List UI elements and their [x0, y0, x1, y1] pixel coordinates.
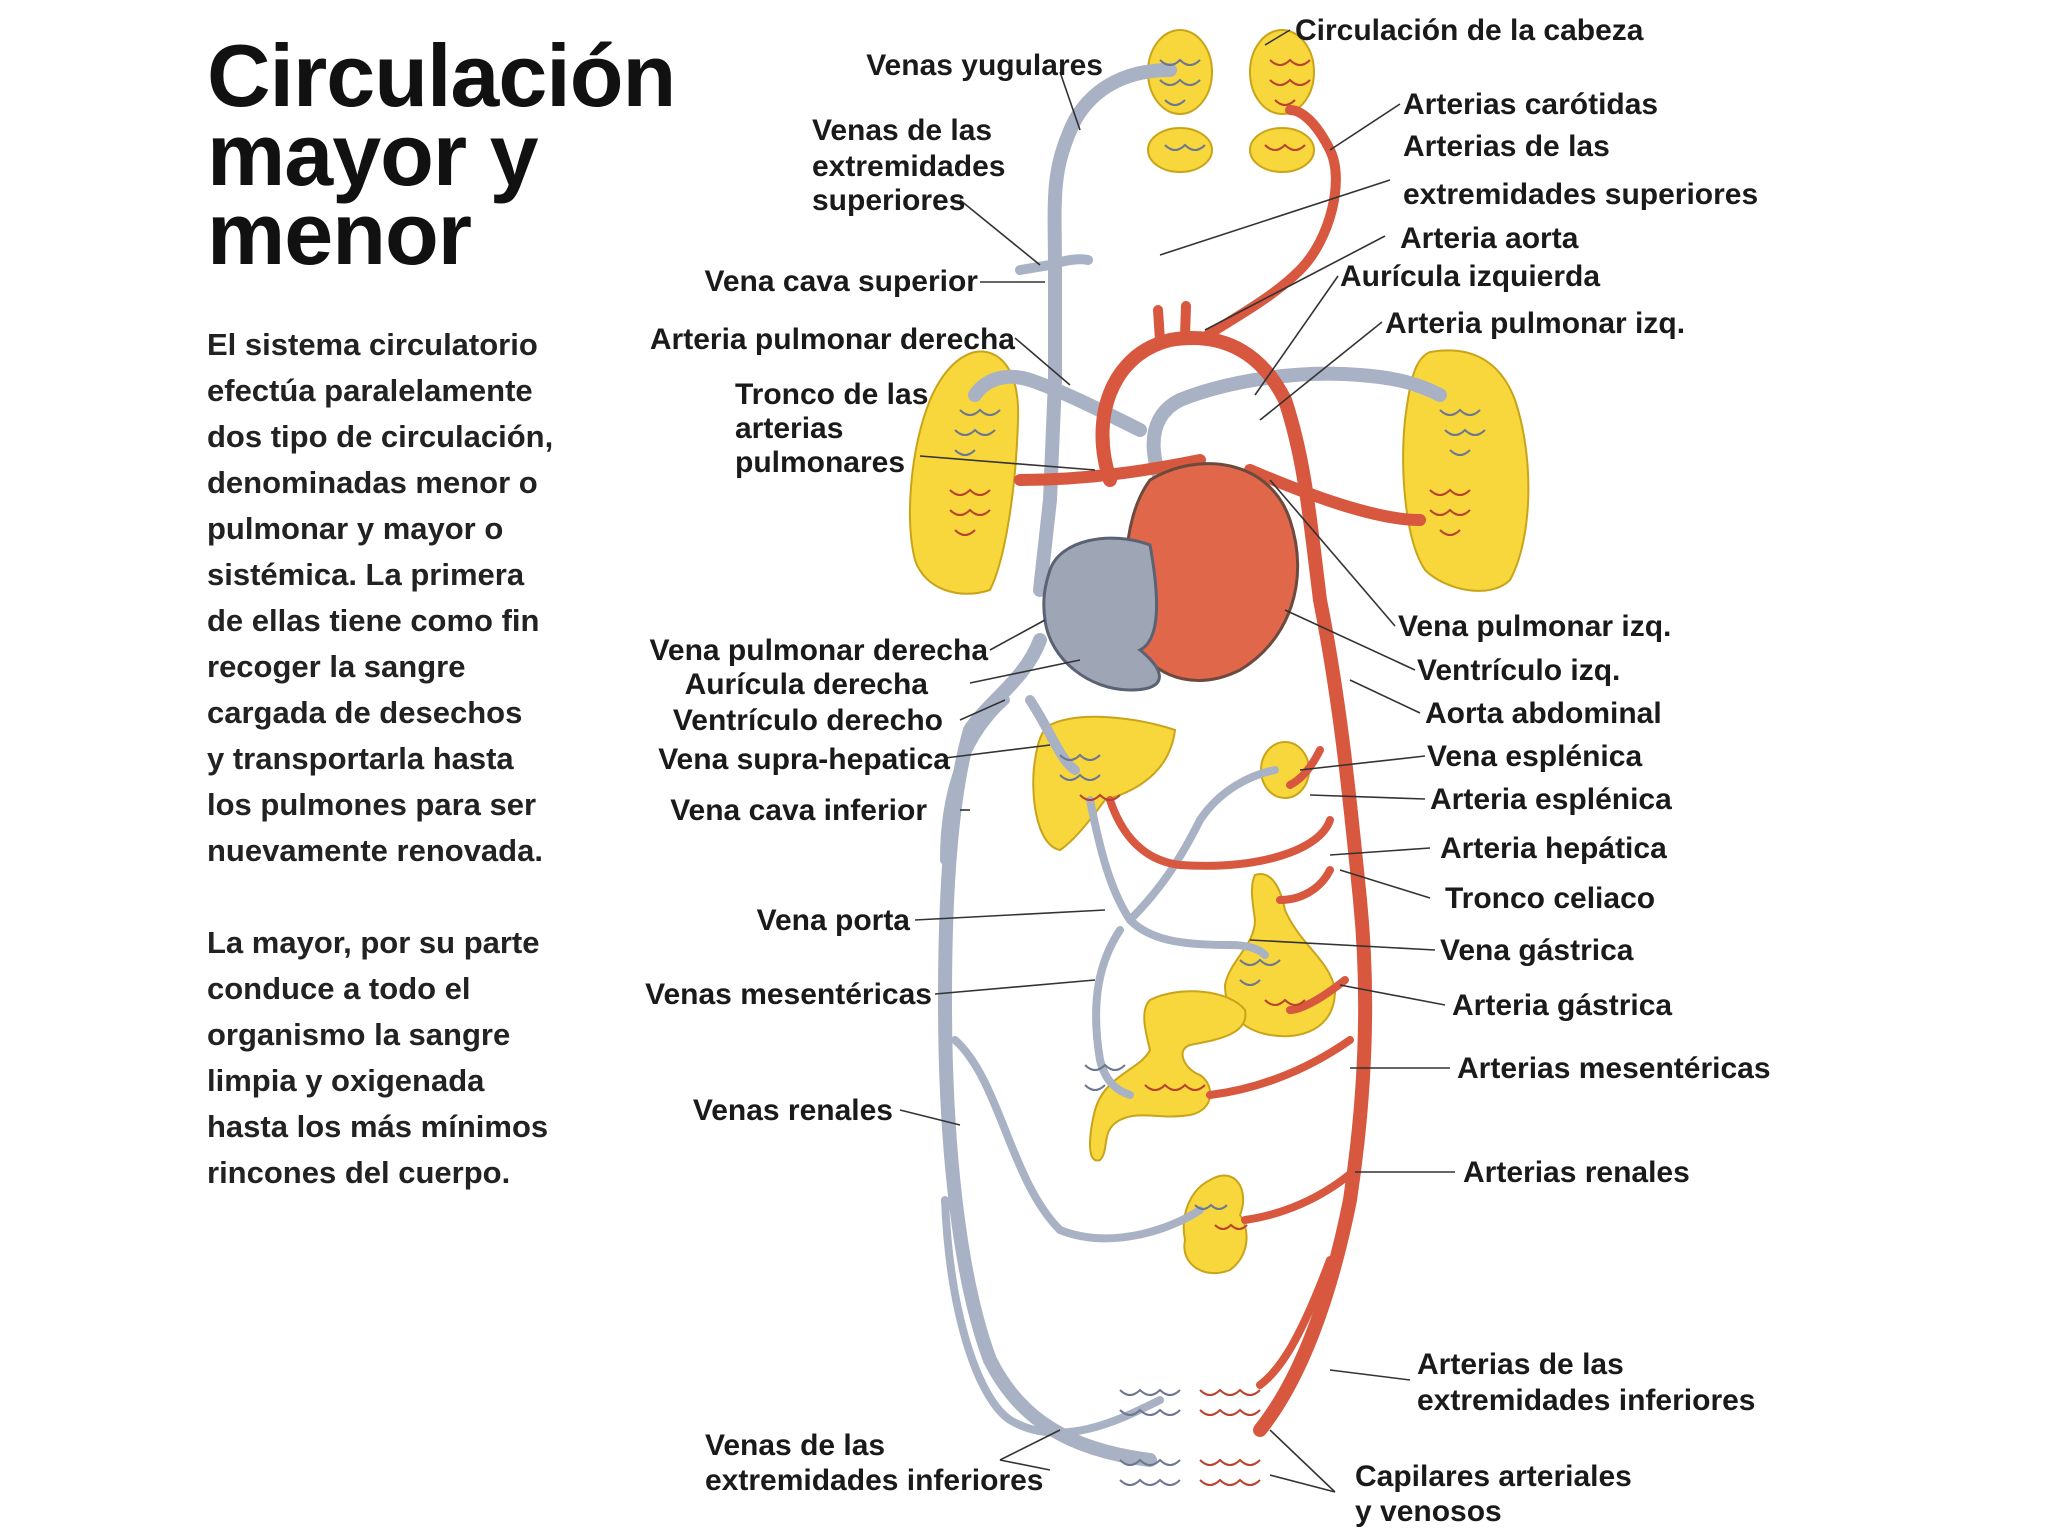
label-arterias-mesentericas: Arterias mesentéricas [1457, 1052, 1771, 1085]
left-lung [1402, 349, 1530, 592]
text-line: organismo la sangre [207, 1017, 511, 1052]
label-auricula-derecha: Aurícula derecha [685, 668, 929, 701]
title-line: mayor y [207, 105, 539, 205]
title-line: menor [207, 184, 472, 284]
label-venas-renales: Venas renales [693, 1094, 893, 1127]
label-venas-ext-sup: superiores [812, 184, 965, 217]
label-ventriculo-izq: Ventrículo izq. [1417, 654, 1620, 687]
description-paragraph: La mayor, por su parte conduce a todo el… [207, 920, 607, 1196]
text-line: hasta los más mínimos [207, 1109, 549, 1144]
text-line: limpia y oxigenada [207, 1063, 485, 1098]
label-capilares: y venosos [1355, 1495, 1502, 1528]
label-venas-ext-inf: extremidades inferiores [705, 1464, 1043, 1497]
label-vena-gastrica: Vena gástrica [1440, 934, 1634, 967]
description-paragraph: El sistema circulatorio efectúa paralela… [207, 322, 607, 874]
label-venas-ext-sup: extremidades [812, 150, 1005, 183]
label-vena-pulmonar-derecha: Vena pulmonar derecha [650, 634, 989, 667]
label-tronco-celiaco: Tronco celiaco [1445, 882, 1655, 915]
label-arterias-ext-sup: extremidades superiores [1403, 178, 1758, 211]
label-arteria-pulmonar-izq: Arteria pulmonar izq. [1385, 307, 1685, 340]
arteries [1014, 105, 1426, 1437]
right-lung [909, 350, 1020, 595]
label-venas-mesentericas: Venas mesentéricas [645, 978, 932, 1011]
title-line: Circulación [207, 26, 676, 125]
text-line: de ellas tiene como fin [207, 603, 540, 638]
label-vena-cava-inferior: Vena cava inferior [670, 794, 927, 827]
label-auricula-izquierda: Aurícula izquierda [1340, 260, 1600, 293]
intestine [1089, 990, 1247, 1162]
text-line: conduce a todo el [207, 971, 471, 1006]
label-venas-ext-sup: Venas de las [812, 114, 992, 147]
label-venas-ext-inf: Venas de las [705, 1429, 885, 1462]
text-line: nuevamente renovada. [207, 833, 543, 868]
label-circulacion-cabeza: Circulación de la cabeza [1295, 14, 1644, 47]
heart [1042, 462, 1300, 692]
text-line: dos tipo de circulación, [207, 419, 554, 454]
label-arterias-carotidas: Arterias carótidas [1403, 88, 1658, 121]
label-capilares: Capilares arteriales [1355, 1460, 1632, 1493]
label-tronco-arterias: arterias [735, 412, 843, 445]
label-ventriculo-derecho: Ventrículo derecho [673, 704, 943, 737]
text-line: efectúa paralelamente [207, 373, 533, 408]
label-arterias-renales: Arterias renales [1463, 1156, 1690, 1189]
capillary-beds [949, 58, 1486, 1486]
label-arterias-ext-inf: Arterias de las [1417, 1348, 1624, 1381]
intestine-capillaries [1084, 1063, 1126, 1091]
head-organ [1147, 29, 1315, 173]
gastric-arterioles [1264, 998, 1306, 1006]
liver-capillaries [1059, 753, 1101, 781]
text-line: La mayor, por su parte [207, 925, 540, 960]
heart-right-side [1042, 536, 1161, 692]
text-line: los pulmones para ser [207, 787, 537, 822]
label-vena-supra-hepatica: Vena supra-hepatica [658, 743, 950, 776]
kidney-arterioles [1214, 1223, 1248, 1230]
label-vena-porta: Vena porta [757, 904, 911, 937]
label-arteria-aorta: Arteria aorta [1400, 222, 1579, 255]
label-aorta-abdominal: Aorta abdominal [1425, 697, 1662, 730]
text-line: recoger la sangre [207, 649, 466, 684]
text-line: El sistema circulatorio [207, 327, 538, 362]
lower-limb-capillaries [1119, 1388, 1261, 1486]
text-line: pulmonar y mayor o [207, 511, 504, 546]
text-line: sistémica. La primera [207, 557, 525, 592]
description-text: El sistema circulatorio efectúa paralela… [207, 322, 607, 1196]
label-vena-esplenica: Vena esplénica [1427, 740, 1642, 773]
label-vena-cava-superior: Vena cava superior [705, 265, 979, 298]
text-line: denominadas menor o [207, 465, 538, 500]
gastric-capillaries [1239, 958, 1281, 986]
label-venas-yugulares: Venas yugulares [866, 49, 1103, 82]
leader-lines [899, 29, 1455, 1493]
label-arterias-ext-sup: Arterias de las [1403, 130, 1610, 163]
liver-arterioles [1079, 793, 1121, 801]
kidney-capillaries [1194, 1203, 1228, 1210]
veins [938, 63, 1447, 1467]
label-arteria-gastrica: Arteria gástrica [1452, 989, 1672, 1022]
kidney [1182, 1174, 1248, 1275]
intestine-arterioles [1144, 1083, 1206, 1091]
text-line: rincones del cuerpo. [207, 1155, 511, 1190]
diagram-labels: Circulación de la cabeza Venas yugulares… [645, 14, 1770, 1528]
label-arteria-hepatica: Arteria hepática [1440, 832, 1667, 865]
page-title: Circulación mayor y menor [207, 26, 767, 284]
label-vena-pulmonar-izq: Vena pulmonar izq. [1398, 610, 1671, 643]
label-arteria-pulmonar-derecha: Arteria pulmonar derecha [650, 323, 1015, 356]
stomach [1223, 873, 1337, 1038]
lung-capillaries [949, 408, 1486, 536]
label-arterias-ext-inf: extremidades inferiores [1417, 1384, 1755, 1417]
label-tronco-arterias: pulmonares [735, 446, 905, 479]
label-tronco-arterias: Tronco de las [735, 378, 928, 411]
head-capillaries [1159, 58, 1311, 151]
label-arteria-esplenica: Arteria esplénica [1430, 783, 1672, 816]
text-line: y transportarla hasta [207, 741, 514, 776]
text-line: cargada de desechos [207, 695, 523, 730]
